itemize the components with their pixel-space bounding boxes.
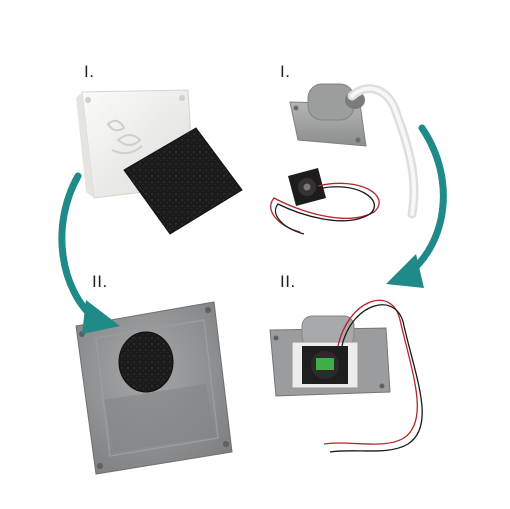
air-tube bbox=[347, 84, 419, 219]
step-label-bottom-left: II. bbox=[92, 272, 108, 291]
leaf-logo-icon bbox=[106, 119, 143, 155]
metal-plate-with-filter bbox=[75, 301, 233, 475]
mounted-fan bbox=[302, 346, 348, 384]
plate-with-fan bbox=[269, 315, 391, 397]
step-label-top-right: I. bbox=[280, 62, 291, 81]
round-foam-insert bbox=[118, 331, 174, 393]
fan-wires-top bbox=[270, 182, 380, 235]
printed-fan-housing bbox=[289, 83, 367, 147]
step-label-bottom-right: II. bbox=[280, 272, 296, 291]
small-fan bbox=[288, 168, 326, 206]
curved-arrow-icon bbox=[386, 124, 447, 288]
step-label-top-left: I. bbox=[84, 62, 95, 81]
foam-filter bbox=[123, 127, 243, 235]
curved-arrow-icon bbox=[58, 172, 120, 334]
fan-wires-bottom bbox=[323, 299, 423, 453]
